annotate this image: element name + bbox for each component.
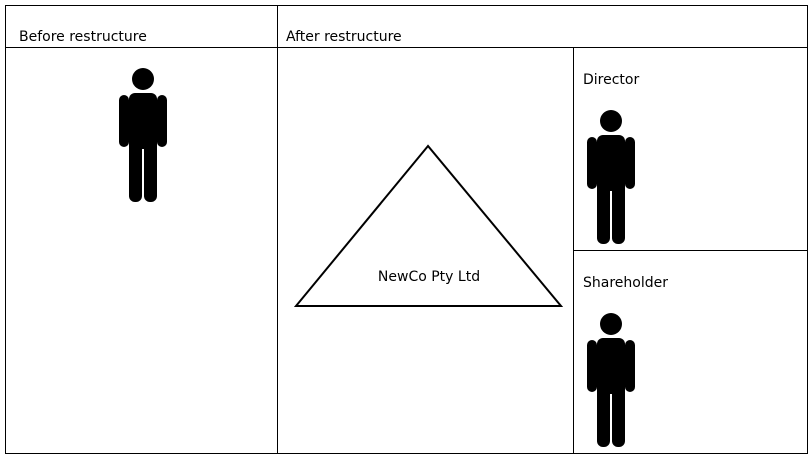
entity-name: NewCo Pty Ltd	[377, 269, 481, 285]
director-label: Director	[583, 72, 640, 88]
header-divider	[5, 47, 808, 48]
after-column-header: After restructure	[286, 29, 402, 45]
before-column-header: Before restructure	[19, 29, 147, 45]
border-left	[5, 5, 6, 454]
column-divider	[277, 5, 278, 454]
border-bottom	[5, 453, 808, 454]
shareholder-label: Shareholder	[583, 275, 668, 291]
entity-newco: NewCo Pty Ltd	[293, 144, 564, 308]
person-icon	[587, 110, 635, 244]
person-icon	[587, 313, 635, 447]
border-top	[5, 5, 808, 6]
roles-row-divider	[573, 250, 808, 251]
person-icon	[119, 68, 167, 202]
triangle-icon	[293, 144, 564, 307]
border-right	[807, 5, 808, 454]
